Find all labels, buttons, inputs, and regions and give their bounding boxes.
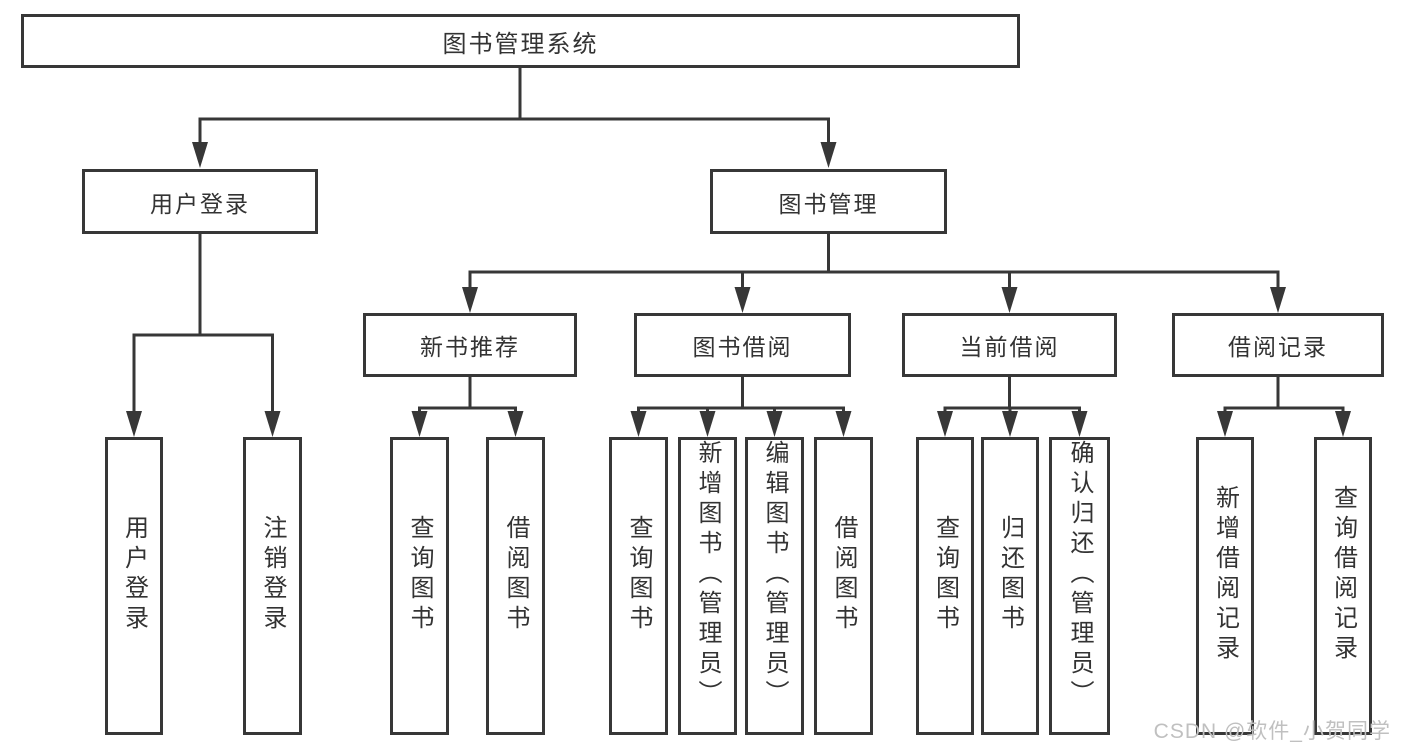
leaf-query-books-current: 查询图书 (916, 437, 974, 735)
node-book-borrowing: 图书借阅 (634, 313, 851, 377)
leaf-add-book-admin: 新增图书（管理员） (678, 437, 737, 735)
leaf-edit-book-admin: 编辑图书（管理员） (745, 437, 804, 735)
leaf-query-books-recommend: 查询图书 (390, 437, 449, 735)
node-borrowing-records: 借阅记录 (1172, 313, 1384, 377)
leaf-confirm-return-admin: 确认归还（管理员） (1049, 437, 1110, 735)
leaf-borrow-books-recommend: 借阅图书 (486, 437, 545, 735)
arrowhead-icons (126, 142, 1351, 437)
node-book-management: 图书管理 (710, 169, 947, 234)
leaf-user-login: 用户登录 (105, 437, 163, 735)
node-book-management-system: 图书管理系统 (21, 14, 1020, 68)
leaf-add-borrow-record: 新增借阅记录 (1196, 437, 1254, 735)
leaf-logout: 注销登录 (243, 437, 302, 735)
node-current-borrowing: 当前借阅 (902, 313, 1117, 377)
node-new-book-recommend: 新书推荐 (363, 313, 577, 377)
leaf-borrow-books-borrowing: 借阅图书 (814, 437, 873, 735)
node-user-login: 用户登录 (82, 169, 318, 234)
csdn-watermark: CSDN @软件_小贺同学 (1153, 720, 1391, 743)
leaf-return-books: 归还图书 (981, 437, 1039, 735)
leaf-query-books-borrowing: 查询图书 (609, 437, 668, 735)
leaf-query-borrow-record: 查询借阅记录 (1314, 437, 1372, 735)
